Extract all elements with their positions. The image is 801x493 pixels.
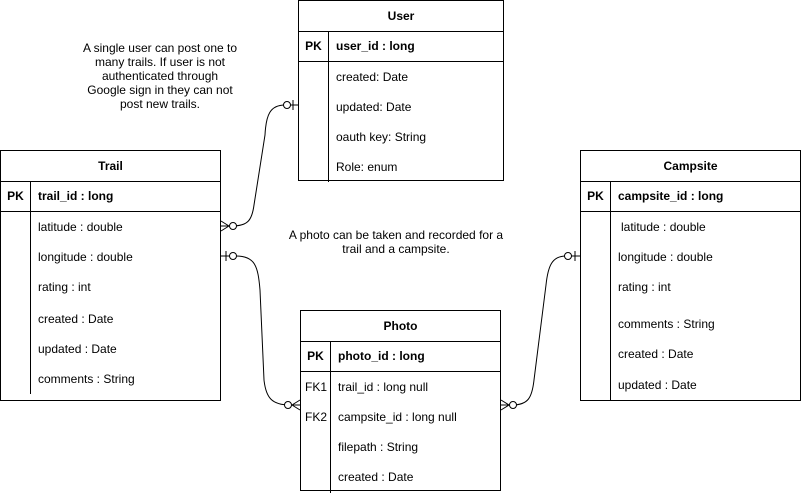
entity-title: Campsite — [581, 151, 800, 182]
field-name: campsite_id : long — [618, 189, 724, 203]
crow-foot-photo-left-top — [291, 399, 301, 406]
field-name: trail_id : long null — [338, 380, 429, 394]
connector-trail-photo — [221, 255, 300, 406]
field-row: latitude : double — [31, 212, 220, 242]
entity-user[interactable]: User PK user_id : long created: Date upd… — [298, 0, 504, 182]
field-row: comments : String — [611, 309, 800, 339]
field-name: created : Date — [618, 347, 694, 361]
key-column — [301, 372, 331, 493]
field-row: created : Date — [31, 304, 220, 334]
crow-foot-photo-right-top — [500, 399, 510, 406]
field-name: updated: Date — [336, 100, 412, 114]
field-name: rating : int — [38, 280, 91, 294]
field-row: comments : String — [31, 364, 220, 394]
field-row: longitude : double — [31, 242, 220, 272]
field-name: created : Date — [38, 312, 114, 326]
key-label: PK — [581, 182, 611, 211]
field-row: oauth key: String — [329, 122, 503, 152]
foreign-key-label: FK1 — [304, 380, 327, 394]
field-name: oauth key: String — [336, 130, 427, 144]
field-name: trail_id : long — [38, 189, 114, 203]
field-name: created : Date — [338, 470, 414, 484]
key-label: PK — [301, 342, 331, 371]
field-name: campsite_id : long null — [338, 410, 457, 424]
field-row: longitude : double — [611, 242, 800, 272]
crow-foot-photo-left-bottom — [291, 404, 301, 411]
key-column — [299, 62, 329, 182]
connector-user-trail — [221, 104, 298, 227]
primary-key-row: PK campsite_id : long — [581, 182, 800, 212]
field-name: Role: enum — [336, 160, 398, 174]
key-column — [581, 212, 611, 400]
key-label: PK — [299, 32, 329, 61]
primary-key-row: PK user_id : long — [299, 32, 503, 62]
field-name: longitude : double — [618, 250, 713, 264]
entity-title: User — [299, 1, 503, 32]
field-name: updated : Date — [618, 378, 697, 392]
connector-campsite-photo — [501, 255, 580, 406]
field-row: updated : Date — [611, 370, 800, 400]
field-row: filepath : String — [301, 432, 500, 462]
field-row: latitude : double — [611, 212, 800, 242]
field-name: filepath : String — [338, 440, 419, 454]
zero-mark-trail — [229, 222, 237, 230]
field-row: created : Date — [301, 462, 500, 492]
entity-photo[interactable]: Photo PK photo_id : long FK1 trail_id : … — [300, 310, 501, 493]
crow-foot-trail-bottom — [220, 225, 230, 232]
field-row: created : Date — [611, 339, 800, 369]
entity-title: Trail — [1, 151, 220, 182]
field-row: created: Date — [329, 62, 503, 92]
zero-mark-photo-left — [284, 401, 292, 409]
field-name: updated : Date — [38, 342, 117, 356]
field-name: created: Date — [336, 70, 409, 84]
zero-mark-user — [283, 101, 291, 109]
field-name: comments : String — [38, 372, 135, 386]
zero-mark-trail-photo — [229, 252, 237, 260]
field-row: rating : int — [31, 272, 220, 302]
zero-mark-photo-right — [509, 401, 517, 409]
primary-key-row: PK photo_id : long — [301, 342, 500, 372]
key-column — [1, 212, 31, 394]
field-name: comments : String — [618, 317, 715, 331]
note-photo: A photo can be taken and recorded for a … — [288, 228, 504, 256]
field-name: user_id : long — [336, 39, 415, 53]
foreign-key-label: FK2 — [304, 410, 327, 424]
field-row: updated: Date — [329, 92, 503, 122]
field-row: FK2 campsite_id : long null — [301, 402, 500, 432]
field-row: rating : int — [611, 272, 800, 302]
field-name: photo_id : long — [338, 349, 425, 363]
entity-campsite[interactable]: Campsite PK campsite_id : long latitude … — [580, 150, 801, 401]
entity-title: Photo — [301, 311, 500, 342]
field-name: latitude : double — [38, 220, 123, 234]
key-label: PK — [1, 182, 31, 211]
field-row: updated : Date — [31, 334, 220, 364]
field-row: Role: enum — [329, 152, 503, 182]
crow-foot-trail-top — [220, 220, 230, 227]
field-row: FK1 trail_id : long null — [301, 372, 500, 402]
crow-foot-photo-right-bottom — [500, 404, 510, 411]
zero-mark-campsite — [564, 252, 572, 260]
field-name: latitude : double — [621, 220, 706, 234]
note-user-trail: A single user can post one to many trail… — [82, 41, 238, 111]
entity-trail[interactable]: Trail PK trail_id : long latitude : doub… — [0, 150, 221, 401]
field-name: longitude : double — [38, 250, 133, 264]
primary-key-row: PK trail_id : long — [1, 182, 220, 212]
field-name: rating : int — [618, 280, 671, 294]
